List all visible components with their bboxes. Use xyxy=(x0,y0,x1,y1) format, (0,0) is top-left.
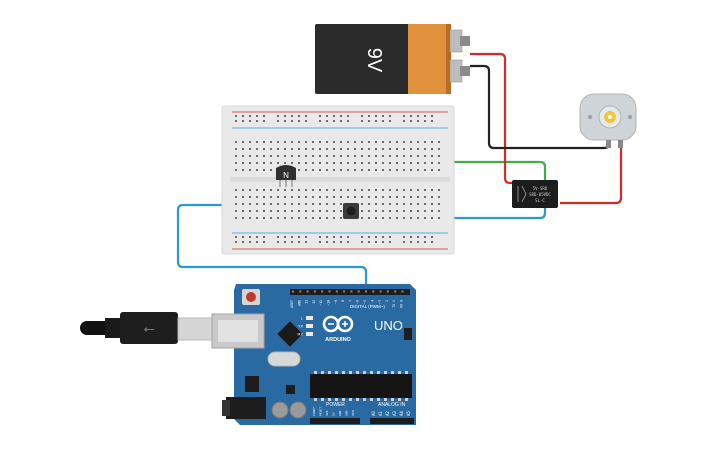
led-label: L xyxy=(301,316,304,321)
header-pin-label: 12 xyxy=(312,300,316,304)
header-pin-label: TX 1 xyxy=(392,300,396,308)
analog-pin-label: A5 xyxy=(406,411,411,416)
power-pin-label: IOREF xyxy=(312,407,316,416)
wire-blue-arduino[interactable] xyxy=(176,203,368,296)
digital-label: DIGITAL (PWM~) xyxy=(350,304,385,309)
battery-9v[interactable]: 9V xyxy=(315,24,470,94)
led-label: TX xyxy=(298,324,303,329)
analog-pin-label: A1 xyxy=(378,411,383,416)
wire-red-battery[interactable] xyxy=(470,52,518,185)
header-pin-label: GND xyxy=(297,300,301,306)
usb-cable[interactable]: ⭠ xyxy=(80,312,213,344)
header-pin-label: ~11 xyxy=(319,300,323,306)
relay-text-3: SL-C xyxy=(535,198,545,203)
header-pin-label: AREF xyxy=(290,300,294,308)
analog-pin-label: A0 xyxy=(371,411,376,416)
relay-text-2: SRD-05VDC xyxy=(529,192,551,197)
wire-green-relay[interactable] xyxy=(445,160,547,180)
header-pin-label: 13 xyxy=(305,300,309,304)
header-pin-label: RX 0 xyxy=(400,300,404,308)
header-pin-label: 2 xyxy=(385,300,389,302)
breadboard[interactable] xyxy=(221,105,455,255)
power-pin-label: GND xyxy=(345,410,349,416)
header-pin-label: 7 xyxy=(348,300,352,302)
power-pin-label: RESET xyxy=(319,407,323,416)
battery-label: 9V xyxy=(363,48,385,73)
power-pin-label: 5V xyxy=(332,412,336,416)
dc-motor[interactable] xyxy=(579,93,637,148)
relay[interactable]: 5V-SRD SRD-05VDC SL-C xyxy=(512,180,558,208)
header-pin-label: ~6 xyxy=(356,300,360,304)
power-pin-label: 3V3 xyxy=(325,410,329,416)
wire-blue-relay[interactable] xyxy=(440,198,547,220)
header-pin-label: ~5 xyxy=(363,300,367,304)
usb-icon: ⭠ xyxy=(143,321,154,337)
power-pin-label: GND xyxy=(338,410,342,416)
analog-label: ANALOG IN xyxy=(378,402,406,408)
led-tx xyxy=(306,324,313,328)
header-pin-label: ~9 xyxy=(334,300,338,304)
header-pin-label: 4 xyxy=(370,300,374,302)
transistor-npn[interactable]: N xyxy=(276,165,296,187)
header-pin-label: ~10 xyxy=(327,300,331,306)
transistor-label: N xyxy=(283,171,289,180)
model-label: UNO xyxy=(374,318,403,333)
led-rx xyxy=(306,332,313,336)
breadboard-holes[interactable] xyxy=(235,115,440,243)
analog-pin-label: A2 xyxy=(385,411,390,416)
push-button[interactable] xyxy=(343,203,359,219)
power-label: POWER xyxy=(326,402,345,408)
wire-red-motor[interactable] xyxy=(560,146,623,205)
led-l xyxy=(306,316,313,320)
relay-text-1: 5V-SRD xyxy=(533,186,548,191)
analog-pin-label: A3 xyxy=(392,411,397,416)
header-pin-label: ~3 xyxy=(378,300,382,304)
analog-pin-label: A4 xyxy=(399,411,404,416)
led-label: RX xyxy=(297,332,303,337)
arduino-logo xyxy=(322,315,354,333)
header-pin-label: 8 xyxy=(341,300,345,302)
brand-label: ARDUINO xyxy=(325,337,351,343)
power-pin-label: VIN xyxy=(351,410,355,416)
